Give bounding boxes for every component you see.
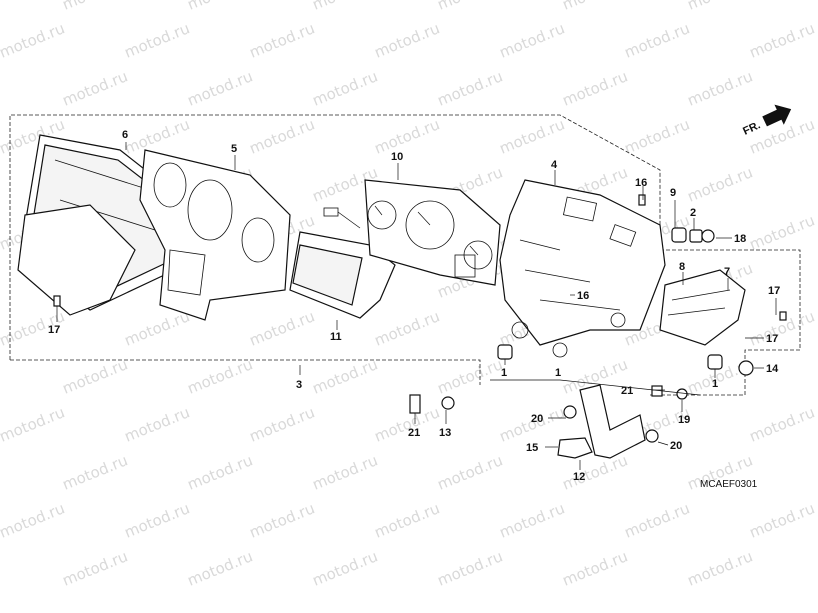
watermark-text: motod.ru — [560, 547, 631, 589]
watermark-text: motod.ru — [435, 67, 506, 109]
watermark-text: motod.ru — [747, 19, 818, 61]
callout-17a: 17 — [48, 324, 60, 336]
watermark-text: motod.ru — [685, 0, 756, 14]
watermark-text: motod.ru — [685, 547, 756, 589]
assembly-frame-bottom — [10, 359, 481, 385]
callout-16a: 16 — [635, 177, 647, 189]
callout-1b: 1 — [555, 367, 561, 379]
watermark-text: motod.ru — [0, 403, 67, 445]
callout-17b: 17 — [768, 285, 780, 297]
callout-12: 12 — [573, 471, 585, 483]
callout-9: 9 — [670, 187, 676, 199]
callout-6: 6 — [122, 129, 128, 141]
watermark-text: motod.ru — [60, 547, 131, 589]
watermark-text: motod.ru — [372, 307, 443, 349]
callout-20a: 20 — [531, 413, 543, 425]
watermark-text: motod.ru — [372, 499, 443, 541]
callout-1a: 1 — [501, 367, 507, 379]
watermark-text: motod.ru — [372, 403, 443, 445]
watermark-text: motod.ru — [247, 19, 318, 61]
watermark-text: motod.ru — [435, 547, 506, 589]
watermark-text: motod.ru — [122, 499, 193, 541]
watermark-text: motod.ru — [185, 547, 256, 589]
watermark-text: motod.ru — [122, 19, 193, 61]
callout-1c: 1 — [712, 378, 718, 390]
watermark-text: motod.ru — [497, 499, 568, 541]
watermark-text: motod.ru — [560, 67, 631, 109]
watermark-text: motod.ru — [685, 163, 756, 205]
part-10-gauge-cluster — [364, 179, 501, 286]
callout-5: 5 — [231, 143, 237, 155]
part-7-side-cover — [659, 269, 746, 346]
watermark-text: motod.ru — [435, 355, 506, 397]
watermark-text: motod.ru — [372, 115, 443, 157]
assembly-frame — [9, 114, 661, 360]
watermark-text: motod.ru — [435, 0, 506, 14]
watermark-text: motod.ru — [435, 451, 506, 493]
watermark-text: motod.ru — [497, 19, 568, 61]
part-12-bracket — [557, 384, 646, 459]
watermark-text: motod.ru — [0, 499, 67, 541]
callout-16b: 16 — [577, 290, 589, 302]
part-4-meter-case — [499, 179, 666, 358]
diagram-code: MCAEF0301 — [700, 479, 758, 490]
callout-2: 2 — [690, 207, 696, 219]
watermark-text: motod.ru — [622, 499, 693, 541]
callout-17c: 17 — [766, 333, 778, 345]
callout-20b: 20 — [670, 440, 682, 452]
hardware — [53, 194, 787, 443]
arrow-right-icon — [762, 104, 792, 127]
callout-4: 4 — [551, 159, 558, 171]
watermark-text: motod.ru — [60, 0, 131, 14]
part-5-bezel — [139, 149, 291, 321]
watermark-text: motod.ru — [310, 547, 381, 589]
leader-lines — [56, 142, 777, 470]
watermark-text: motod.ru — [247, 307, 318, 349]
watermark-text: motod.ru — [310, 0, 381, 14]
watermark-text: motod.ru — [622, 115, 693, 157]
watermark-text: motod.ru — [122, 403, 193, 445]
watermark-text: motod.ru — [247, 499, 318, 541]
watermark-text: motod.ru — [747, 403, 818, 445]
callout-10: 10 — [391, 151, 403, 163]
watermark-text: motod.ru — [247, 115, 318, 157]
callout-3: 3 — [296, 379, 302, 391]
watermark-text: motod.ru — [247, 403, 318, 445]
watermark-text: motod.ru — [122, 115, 193, 157]
watermark-text: motod.ru — [372, 19, 443, 61]
callout-15: 15 — [526, 442, 538, 454]
watermark-text: motod.ru — [310, 67, 381, 109]
assembly-frame-right — [650, 249, 801, 396]
watermark-text: motod.ru — [185, 355, 256, 397]
callout-14: 14 — [766, 363, 779, 375]
callout-21a: 21 — [408, 427, 420, 439]
watermark-text: motod.ru — [497, 115, 568, 157]
watermark-text: motod.ru — [310, 451, 381, 493]
callout-21b: 21 — [621, 385, 633, 397]
callout-11: 11 — [330, 331, 342, 343]
watermark-text: motod.ru — [185, 67, 256, 109]
watermark-text: motod.ru — [747, 211, 818, 253]
callouts: 1 1 1 2 3 4 5 6 7 8 9 10 11 12 13 14 15 … — [48, 129, 780, 483]
watermark-text: motod.ru — [310, 355, 381, 397]
callout-8: 8 — [679, 261, 685, 273]
part-11-lcd-unit — [289, 207, 396, 319]
watermark-text: motod.ru — [685, 67, 756, 109]
watermark-text: motod.ru — [747, 499, 818, 541]
watermark-text: motod.ru — [60, 355, 131, 397]
watermark-text: motod.ru — [560, 0, 631, 14]
watermark-text: motod.ru — [185, 451, 256, 493]
watermark-text: motod.ru — [0, 19, 67, 61]
callout-18: 18 — [734, 233, 746, 245]
callout-13: 13 — [439, 427, 451, 439]
watermark-text: motod.ru — [185, 0, 256, 14]
watermark-text: motod.ru — [60, 451, 131, 493]
watermark-text: motod.ru — [622, 19, 693, 61]
watermark-text: motod.ru — [122, 307, 193, 349]
callout-19: 19 — [678, 414, 690, 426]
watermark-text: motod.ru — [60, 67, 131, 109]
callout-7: 7 — [724, 266, 730, 278]
